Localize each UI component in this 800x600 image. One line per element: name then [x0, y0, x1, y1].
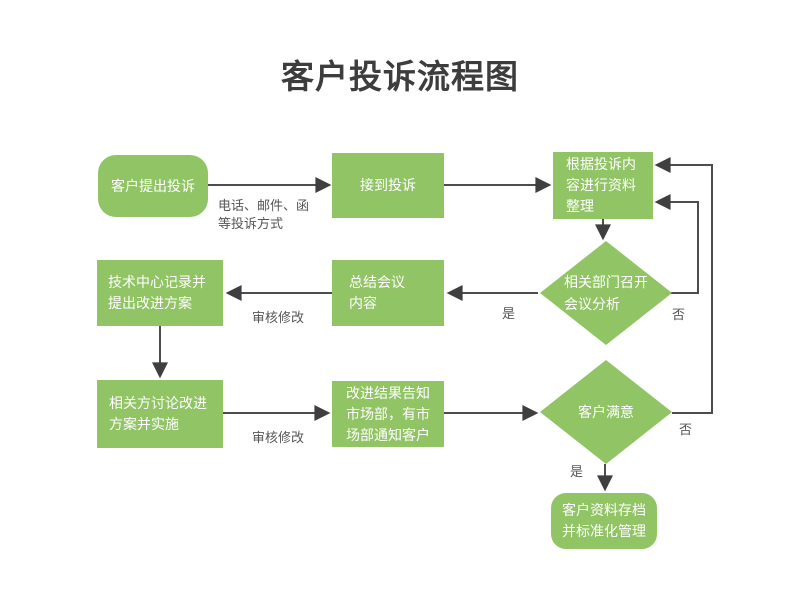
edge-label-review-2: 审核修改	[252, 430, 305, 445]
node-label: 客户资料存档 并标准化管理	[562, 502, 646, 539]
edge-label-no-2: 否	[679, 422, 693, 437]
node-receive-complaint: 接到投诉	[332, 153, 444, 218]
diamond-shape	[540, 241, 672, 345]
edge-label-yes-2: 是	[570, 464, 584, 479]
edge-label-complaint-methods: 电话、邮件、函 等投诉方式	[218, 198, 310, 231]
node-organize-materials: 根据投诉内 容进行资料 整理	[553, 152, 653, 219]
node-department-meeting-decision: 相关部门召开 会议分析	[540, 241, 672, 345]
node-label: 相关部门召开 会议分析	[564, 274, 648, 312]
node-archive-customer-data: 客户资料存档 并标准化管理	[551, 493, 657, 549]
edge-satisfied-no-loop	[654, 157, 713, 414]
node-label: 根据投诉内 容进行资料 整理	[566, 156, 636, 214]
node-label: 相关方讨论改进 方案并实施	[109, 395, 207, 432]
edge-label-no-1: 否	[672, 307, 686, 322]
node-label: 技术中心记录并 提出改进方案	[108, 274, 206, 311]
diagram-title: 客户投诉流程图	[281, 58, 519, 95]
node-customer-satisfied-decision: 客户满意	[540, 360, 672, 464]
node-label: 客户满意	[578, 404, 634, 420]
node-customer-files-complaint: 客户提出投诉	[98, 155, 208, 217]
node-notify-market-dept: 改进结果告知 市场部，有市 场部通知客户	[332, 381, 444, 447]
node-label: 改进结果告知 市场部，有市 场部通知客户	[346, 384, 430, 443]
diamond-shape	[540, 360, 672, 464]
node-tech-center-record: 技术中心记录并 提出改进方案	[97, 260, 223, 326]
node-stakeholders-discuss: 相关方讨论改进 方案并实施	[97, 380, 223, 448]
edge-label-yes-1: 是	[502, 306, 516, 321]
node-label: 客户提出投诉	[111, 177, 195, 194]
node-label: 总结会议 内容	[349, 274, 405, 311]
edge-meeting-no-loop	[654, 194, 699, 294]
node-summarize-meeting: 总结会议 内容	[332, 260, 444, 326]
edge-label-review-1: 审核修改	[252, 310, 305, 325]
node-label: 接到投诉	[360, 177, 416, 193]
